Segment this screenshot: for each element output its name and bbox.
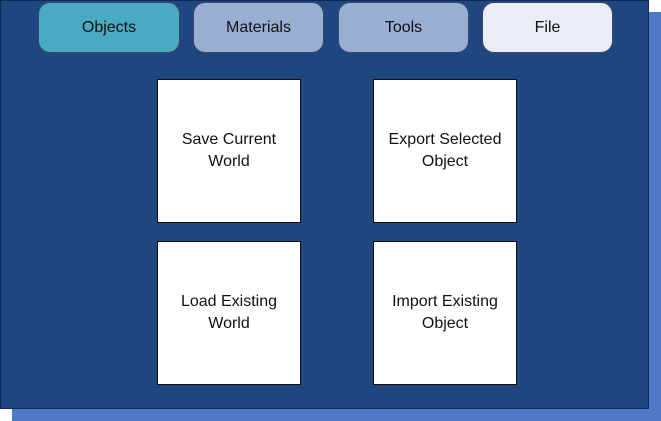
export-selected-object-label: Export Selected Object bbox=[388, 131, 502, 170]
save-current-world-button[interactable]: Save Current World bbox=[157, 79, 301, 223]
import-existing-object-label: Import Existing Object bbox=[392, 293, 498, 332]
tab-materials[interactable]: Materials bbox=[193, 2, 324, 53]
export-selected-object-button[interactable]: Export Selected Object bbox=[373, 79, 517, 223]
tab-tools[interactable]: Tools bbox=[338, 2, 469, 53]
tab-objects[interactable]: Objects bbox=[38, 2, 180, 53]
save-current-world-label: Save Current World bbox=[181, 131, 277, 170]
load-existing-world-label: Load Existing World bbox=[180, 293, 278, 332]
load-existing-world-button[interactable]: Load Existing World bbox=[157, 241, 301, 385]
main-panel: Objects Materials Tools File Save Curren… bbox=[0, 0, 649, 409]
tab-tools-label: Tools bbox=[384, 18, 423, 36]
tab-objects-label: Objects bbox=[81, 18, 137, 36]
tab-file-label: File bbox=[534, 18, 561, 36]
tab-materials-label: Materials bbox=[226, 18, 291, 36]
tab-file[interactable]: File bbox=[482, 2, 613, 53]
import-existing-object-button[interactable]: Import Existing Object bbox=[373, 241, 517, 385]
